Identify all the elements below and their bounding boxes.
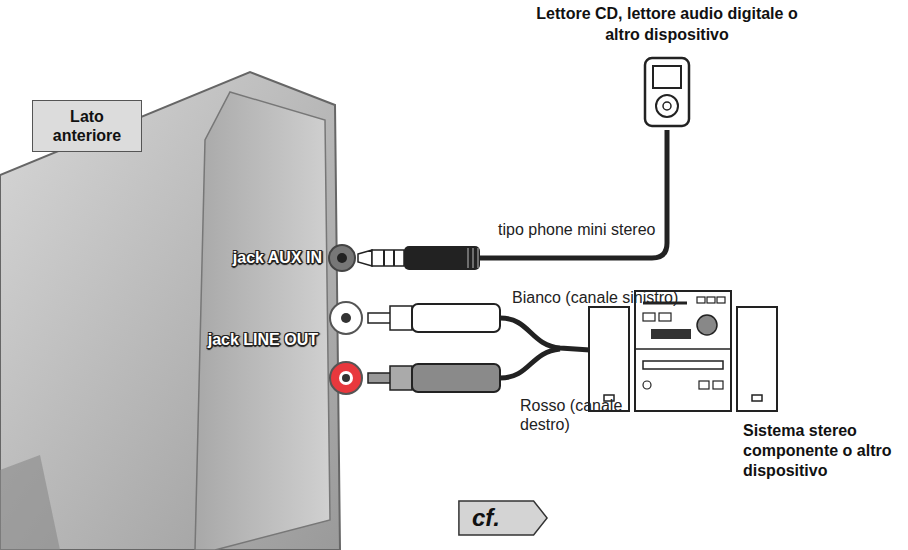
stereo-button [717, 297, 725, 303]
tag-outline [458, 500, 548, 536]
plug-ring [393, 250, 395, 266]
speaker [589, 307, 629, 411]
aux-cable [480, 130, 667, 258]
volume-knob [697, 315, 717, 335]
rca-white-jack [330, 302, 362, 334]
plug-ring [383, 250, 385, 266]
housing [0, 72, 340, 550]
player-button [663, 102, 671, 110]
player-icon [643, 56, 691, 128]
aux-hole [337, 253, 347, 263]
jack-panel [195, 92, 330, 550]
stereo-button [697, 297, 705, 303]
speaker [737, 307, 777, 411]
plug-body [404, 246, 480, 270]
rca-cable [500, 349, 560, 378]
jack-label: jack LINE OUT [208, 330, 318, 349]
tag-shape [459, 501, 547, 535]
reference-text: cf. [458, 500, 548, 536]
plug-grip [468, 248, 478, 268]
speaker-port [752, 395, 762, 401]
plug-sleeve [372, 250, 404, 266]
player-device: Lettore CD, lettore audio digitale o alt… [517, 4, 817, 128]
jack-label: jack AUX IN [233, 248, 322, 267]
stereo-button [643, 381, 651, 389]
rca-cable [500, 318, 590, 350]
side-label-box: Lato anteriore [32, 100, 142, 152]
rca-pin [368, 313, 392, 323]
stereo-divider [635, 348, 731, 350]
rca-white-hole [341, 313, 351, 323]
stereo-button [699, 381, 709, 389]
rca-red-plug [412, 364, 500, 392]
stereo-button [713, 381, 723, 389]
rca-red-hole [342, 374, 350, 382]
display [651, 329, 691, 339]
tape-slot [643, 361, 723, 369]
rca-collar [390, 366, 412, 390]
player-screen [653, 66, 681, 88]
aux-jack [329, 245, 355, 271]
stereo-button [643, 313, 655, 321]
rca-collar [390, 306, 412, 330]
rca-white-plug [412, 304, 500, 332]
device-heading: Lettore CD, lettore audio digitale o alt… [522, 4, 812, 46]
player-body [645, 58, 689, 126]
plug-tip [358, 250, 372, 266]
rca-red-ring [339, 371, 353, 385]
rca-red-jack [330, 362, 362, 394]
reference-tag: cf. [458, 500, 548, 536]
stereo-button [707, 297, 715, 303]
stereo-device: Sistema stereo componente o altro dispos… [585, 285, 905, 485]
stereo-button [659, 313, 671, 321]
side-label: Lato anteriore [43, 107, 131, 145]
device-heading: Sistema stereo componente o altro dispos… [743, 421, 903, 481]
cable-label: tipo phone mini stereo [498, 220, 655, 239]
stereo-unit [635, 291, 731, 411]
housing-edge [0, 455, 60, 550]
rca-pin [368, 373, 392, 383]
channel-label: Rosso (canale destro) [520, 396, 640, 434]
player-wheel [656, 95, 678, 117]
channel-label: Bianco (canale sinistro) [512, 288, 678, 307]
